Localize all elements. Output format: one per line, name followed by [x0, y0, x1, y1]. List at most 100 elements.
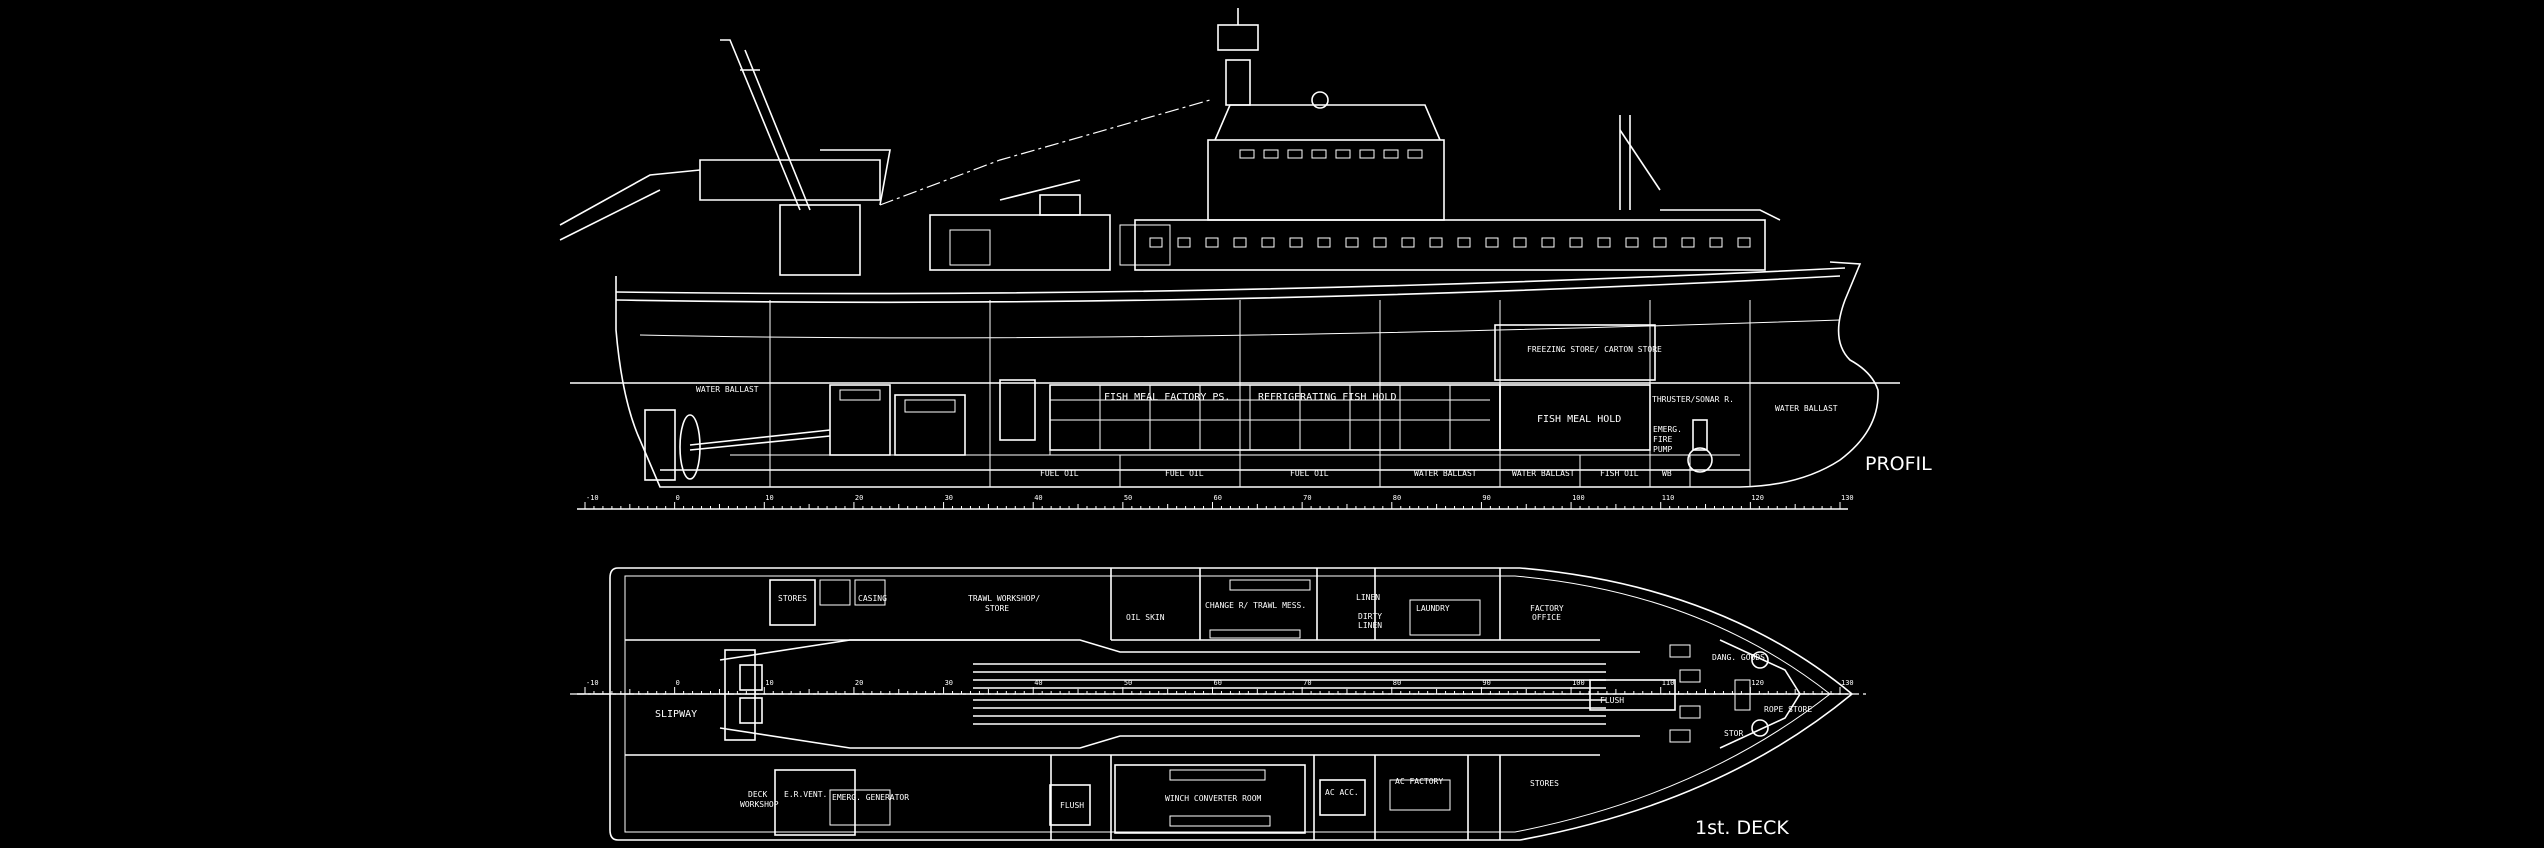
window	[1653, 237, 1667, 248]
window	[1177, 237, 1191, 248]
room-label: CASING	[858, 594, 887, 603]
room-label: REFRIGERATING FISH HOLD	[1258, 392, 1396, 403]
room-label: STORE	[985, 604, 1009, 613]
window	[1263, 149, 1279, 159]
window	[1335, 149, 1351, 159]
window	[1287, 149, 1303, 159]
window	[1429, 237, 1443, 248]
tank-label: WB	[1662, 469, 1672, 478]
window	[1681, 237, 1695, 248]
freezing-store	[1494, 324, 1656, 381]
room-label: DANG. GOODS	[1712, 653, 1765, 662]
scale-tick-label: 60	[1214, 494, 1222, 502]
windows	[1149, 149, 1751, 248]
window	[1485, 237, 1499, 248]
scale-tick-label: 0	[676, 494, 680, 502]
tween-deck-line	[639, 319, 1841, 339]
anchor-windlass-icon	[1751, 651, 1769, 669]
tank-vertical	[999, 379, 1036, 441]
room-label: FREEZING STORE/ CARTON STORE	[1527, 345, 1662, 354]
scale-tick-label: 30	[945, 679, 953, 687]
scale-tick-label: 50	[1124, 679, 1132, 687]
scale-tick-label: 100	[1572, 494, 1585, 502]
room-label: THRUSTER/SONAR R.	[1652, 395, 1734, 404]
superstructure	[929, 8, 1781, 271]
scale-tick-label: 120	[1751, 679, 1764, 687]
window	[1541, 237, 1555, 248]
window	[1311, 149, 1327, 159]
room-label: SLIPWAY	[655, 709, 697, 720]
window	[1261, 237, 1275, 248]
tank-label: FISH OIL	[1600, 469, 1639, 478]
window	[1401, 237, 1415, 248]
satcom-dome-icon	[1311, 91, 1329, 109]
window	[1709, 237, 1723, 248]
scale-tick-label: 10	[765, 679, 773, 687]
scale-tick-label: 0	[676, 679, 680, 687]
radar-dome-icon	[1217, 24, 1259, 51]
room-label: WINCH CONVERTER ROOM	[1165, 794, 1262, 803]
trawl-lanes	[719, 639, 1676, 749]
tank-label: FUEL OIL	[1040, 469, 1079, 478]
room-label: LINEN	[1356, 593, 1380, 602]
window	[1597, 237, 1611, 248]
bulkheads	[769, 300, 1751, 487]
hold-grid	[1050, 385, 1490, 450]
room-label: CHANGE R/ TRAWL MESS.	[1205, 601, 1306, 610]
scale-tick-label: 110	[1662, 679, 1675, 687]
deck-outline	[609, 567, 1854, 841]
window	[1625, 237, 1639, 248]
tank-label: WATER BALLAST	[1512, 469, 1575, 478]
room-label: WORKSHOP	[740, 800, 779, 809]
room-label: DIRTY	[1358, 612, 1382, 621]
scale-tick-label: 70	[1303, 494, 1311, 502]
room-label: FISH MEAL FACTORY PS.	[1104, 392, 1230, 403]
main-deck-line	[615, 267, 1846, 295]
scale-tick-label: 130	[1841, 679, 1854, 687]
scale-tick-label: 90	[1482, 679, 1490, 687]
room-label: FIRE	[1653, 435, 1672, 444]
scale-tick-label: 70	[1303, 679, 1311, 687]
scale-tick-label: 80	[1393, 679, 1401, 687]
tank-label: FUEL OIL	[1290, 469, 1329, 478]
profile-title: PROFIL	[1865, 453, 1932, 475]
window	[1457, 237, 1471, 248]
room-label: WATER BALLAST	[1775, 404, 1838, 413]
room-label: FACTORY	[1530, 604, 1564, 613]
scale-tick-label: 20	[855, 494, 863, 502]
scale-tick-label: -10	[586, 679, 599, 687]
scale-tick-label: 30	[945, 494, 953, 502]
room-label: STORES	[778, 594, 807, 603]
scale-tick-label: 60	[1214, 679, 1222, 687]
scale-tick-label: 110	[1662, 494, 1675, 502]
room-label: ROPE STORE	[1764, 705, 1812, 714]
window	[1513, 237, 1527, 248]
room-label: PUMP	[1653, 445, 1672, 454]
window	[1569, 237, 1583, 248]
scale-tick-label: -10	[586, 494, 599, 502]
window	[1373, 237, 1387, 248]
window	[1205, 237, 1219, 248]
scale-tick-label: 50	[1124, 494, 1132, 502]
room-label: STORES	[1530, 779, 1559, 788]
room-label: WATER BALLAST	[696, 385, 759, 394]
scale-tick-label: 100	[1572, 679, 1585, 687]
room-label: TRAWL WORKSHOP/	[968, 594, 1040, 603]
window	[1407, 149, 1423, 159]
room-label: LINEN	[1358, 621, 1382, 630]
window	[1239, 149, 1255, 159]
room-label: FLUSH	[1060, 801, 1084, 810]
room-label: AC ACC.	[1325, 788, 1359, 797]
propeller-icon	[644, 409, 701, 481]
room-label: FISH MEAL HOLD	[1537, 414, 1621, 425]
room-label: E.R.VENT.	[784, 790, 827, 799]
fish-meal-hold	[1499, 384, 1651, 451]
plan-view: SLIPWAY STORES CASING TRAWL WORKSHOP/ ST…	[570, 567, 1870, 841]
scale-tick-label: 40	[1034, 679, 1042, 687]
room-label: OIL SKIN	[1126, 613, 1165, 622]
scale-tick-label: 40	[1034, 494, 1042, 502]
room-label: STOR	[1724, 729, 1743, 738]
